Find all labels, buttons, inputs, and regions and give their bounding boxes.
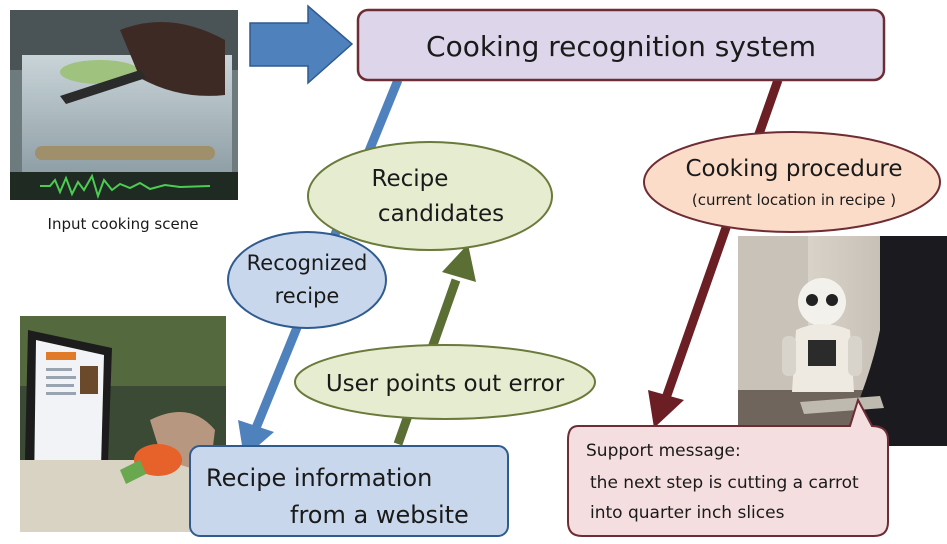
cooking-recognition-system-box: Cooking recognition system (356, 8, 886, 82)
input-block-arrow (249, 4, 354, 85)
recipe-candidates-line2: candidates (378, 201, 504, 227)
recipe-candidates-line1: Recipe (372, 166, 449, 192)
cooking-procedure-node: Cooking procedure (current location in r… (643, 131, 941, 233)
robot-photo (738, 236, 947, 446)
system-label: Cooking recognition system (426, 30, 816, 63)
support-message-line3: into quarter inch slices (590, 503, 785, 523)
recipe-info-line2: from a website (290, 501, 469, 529)
recipe-candidates-node: Recipe candidates (307, 141, 553, 251)
recognized-recipe-line2: recipe (275, 284, 340, 308)
cooking-procedure-line1: Cooking procedure (685, 156, 902, 182)
recipe-information-box: Recipe information from a website (189, 445, 509, 537)
input-scene-caption: Input cooking scene (48, 215, 199, 233)
recognized-recipe-node: Recognized recipe (227, 231, 387, 329)
support-message-line2: the next step is cutting a carrot (590, 473, 859, 493)
user-points-out-error-node: User points out error (294, 344, 596, 420)
user-error-label: User points out error (326, 371, 565, 397)
recognized-recipe-line1: Recognized (247, 251, 368, 275)
recipe-info-line1: Recipe information (206, 464, 432, 492)
cooking-procedure-line2: (current location in recipe ) (692, 191, 896, 209)
support-message-line1: Support message: (586, 441, 741, 461)
support-message-callout: Support message: the next step is cuttin… (567, 397, 889, 537)
input-cooking-scene-photo (10, 10, 238, 200)
